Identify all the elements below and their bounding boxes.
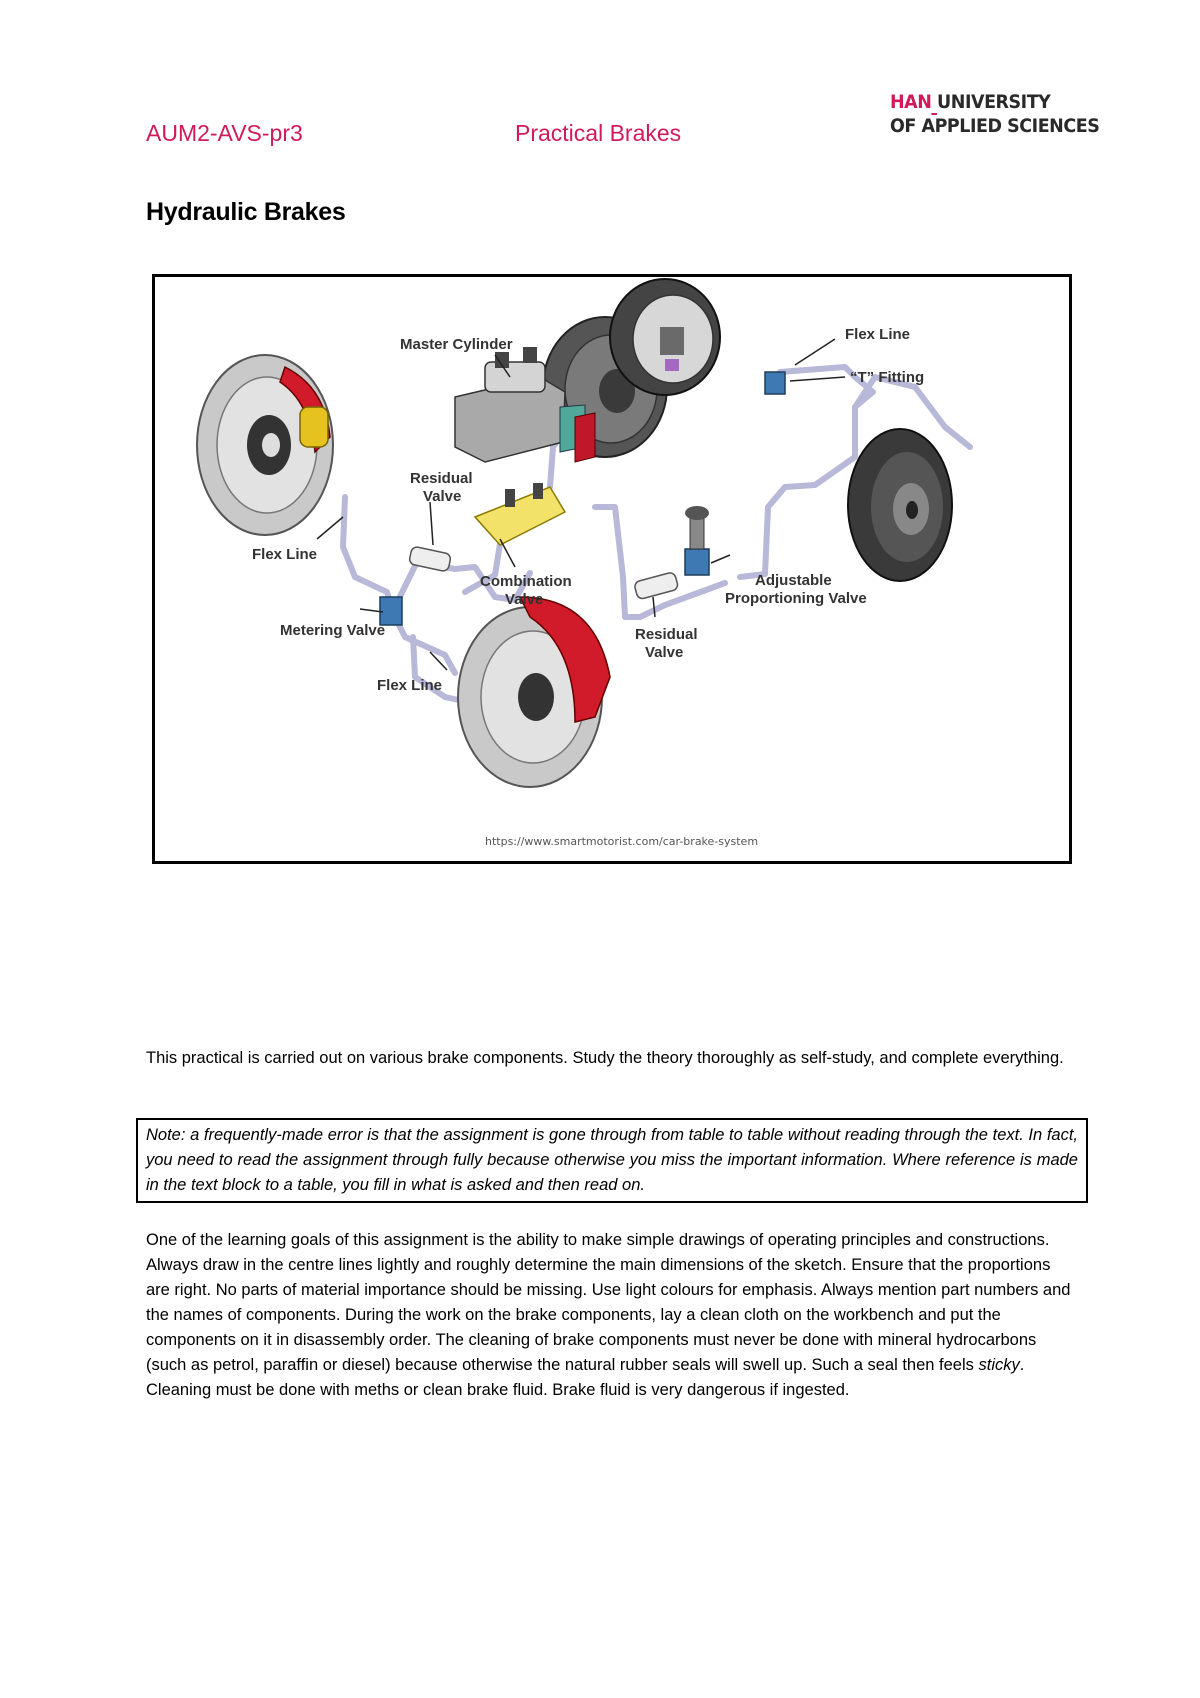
figure-source-url: https://www.smartmotorist.com/car-brake-… [485,835,758,848]
learning-goals-paragraph: One of the learning goals of this assign… [146,1228,1074,1403]
course-code: AUM2-AVS-pr3 [146,120,303,146]
label-adjustable-1: Adjustable [755,572,832,589]
label-t-fitting: “T” Fitting [850,369,924,386]
label-flex-line-left: Flex Line [252,546,317,563]
label-residual-valve-right-1: Residual [635,626,698,643]
logo-line2: OF APPLIED SCIENCES [890,115,1100,137]
t-fitting [764,371,786,395]
label-combination-valve-2: Valve [505,591,543,608]
label-adjustable-2: Proportioning Valve [725,590,867,607]
label-residual-valve-right-2: Valve [645,644,683,661]
brake-system-illustration: Master Cylinder Flex Line “T” Fitting Re… [196,278,973,848]
front-right-rotor [457,596,611,788]
label-residual-valve-left-2: Valve [423,488,461,505]
metering-valve [379,596,403,626]
logo-brand: HAN [890,91,932,113]
document-title: Practical Brakes [515,120,682,146]
page-heading: Hydraulic Brakes [146,198,346,226]
label-metering-valve: Metering Valve [280,622,385,639]
rear-drum-right [847,428,953,582]
combination-valve [473,483,567,546]
label-flex-line-top-right: Flex Line [845,326,910,343]
intro-paragraph: This practical is carried out on various… [146,1049,1064,1067]
label-residual-valve-left-1: Residual [410,470,473,487]
han-logo: HAN UNIVERSITY OF APPLIED SCIENCES [890,90,1100,138]
note-box: Note: a frequently-made error is that th… [136,1118,1088,1203]
emphasis-sticky: sticky [978,1356,1020,1374]
learning-goals-text-2: . Cleaning must be done with meths or cl… [146,1356,1025,1399]
logo-line1: UNIVERSITY [937,91,1051,113]
front-left-rotor [196,354,334,536]
leader-lines [316,338,846,671]
adjustable-proportioning-valve [684,506,710,576]
residual-valve-left [408,546,452,572]
rear-drum-top [609,278,721,396]
residual-valve-right [634,572,679,600]
brake-system-figure: Master Cylinder Flex Line “T” Fitting Re… [152,274,1072,864]
learning-goals-text-1: One of the learning goals of this assign… [146,1231,1071,1374]
label-master-cylinder: Master Cylinder [400,336,513,353]
label-flex-line-bottom: Flex Line [377,677,442,694]
label-combination-valve-1: Combination [480,573,572,590]
